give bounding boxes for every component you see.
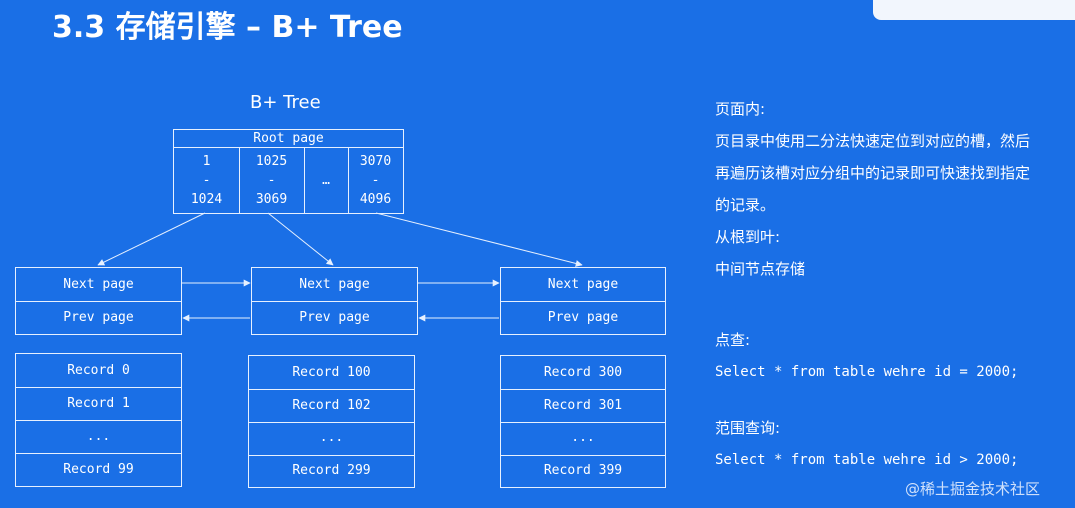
top-right-toolbar — [873, 0, 1075, 20]
query-notes: 点查: Select * from table wehre id = 2000; — [715, 324, 1018, 388]
record-group-3: Record 300 Record 301 ... Record 399 — [500, 355, 666, 488]
page-inside-text-1: 页目录中使用二分法快速定位到对应的槽，然后 — [715, 132, 1031, 150]
record-cell: ... — [319, 430, 344, 446]
record-cell: Record 99 — [63, 462, 134, 477]
key-to: 1024 — [190, 192, 223, 207]
root-key-ellipsis: … — [304, 148, 348, 213]
root-to-leaf-3-arrow — [375, 212, 583, 267]
root-to-leaf-1-arrow — [97, 212, 206, 266]
prev-page-label: Prev page — [63, 310, 134, 325]
key-from: 3070 — [359, 154, 392, 169]
record-cell: Record 100 — [292, 364, 371, 380]
record-cell: ... — [86, 429, 111, 444]
root-to-leaf-text: 中间节点存储 — [715, 260, 806, 278]
record-cell: ... — [571, 430, 595, 446]
notes-panel: 页面内: 页目录中使用二分法快速定位到对应的槽，然后 再遍历该槽对应分组中的记录… — [715, 93, 1030, 285]
record-cell: Record 1 — [67, 396, 130, 411]
leaf-page-2: Next page Prev page — [251, 267, 418, 335]
root-to-leaf-label: 从根到叶: — [715, 228, 781, 246]
point-query-label: 点查: — [715, 331, 751, 349]
record-group-2: Record 100 Record 102 ... Record 299 — [248, 355, 415, 488]
next-page-label: Next page — [63, 277, 134, 292]
next-page-label: Next page — [299, 277, 370, 292]
prev-page-label: Prev page — [299, 310, 370, 325]
range-query-notes: 范围查询: Select * from table wehre id > 200… — [715, 412, 1018, 476]
prev-page-label: Prev page — [547, 310, 619, 325]
slide-title: 3.3 存储引擎 – B+ Tree — [52, 10, 403, 45]
root-page: Root page 1 - 1024 1025 - 3069 … 3070 - … — [173, 129, 404, 214]
record-cell: Record 301 — [543, 397, 623, 413]
key-to: 3069 — [255, 192, 288, 207]
record-cell: Record 0 — [67, 363, 130, 378]
watermark: @稀土掘金技术社区 — [905, 480, 1041, 498]
leaf-page-3: Next page Prev page — [500, 267, 666, 335]
range-query-label: 范围查询: — [715, 419, 781, 437]
record-cell: Record 300 — [543, 364, 623, 380]
page-inside-text-2: 再遍历该槽对应分组中的记录即可快速找到指定 — [715, 164, 1031, 182]
root-key-range-3: 3070 - 4096 — [348, 148, 403, 213]
key-sep: - — [202, 173, 211, 188]
key-from: 1025 — [255, 154, 288, 169]
root-to-leaf-2-arrow — [267, 212, 334, 266]
record-cell: Record 399 — [543, 463, 623, 479]
point-query-sql: Select * from table wehre id = 2000; — [715, 364, 1019, 380]
record-cell: Record 299 — [292, 463, 371, 479]
key-sep: - — [371, 173, 380, 188]
root-key-range-1: 1 - 1024 — [174, 148, 239, 213]
root-key-range-2: 1025 - 3069 — [239, 148, 304, 213]
record-group-1: Record 0 Record 1 ... Record 99 — [15, 353, 182, 487]
key-to: 4096 — [359, 192, 392, 207]
root-page-header: Root page — [174, 130, 403, 148]
record-cell: Record 102 — [292, 397, 371, 413]
next-page-label: Next page — [547, 277, 619, 292]
key-from: 1 — [202, 154, 211, 169]
ellipsis: … — [322, 173, 330, 188]
page-inside-label: 页面内: — [715, 100, 766, 118]
tree-title: B+ Tree — [250, 92, 321, 113]
key-sep: - — [267, 173, 276, 188]
leaf-page-1: Next page Prev page — [15, 267, 182, 335]
page-inside-text-3: 的记录。 — [715, 196, 776, 214]
range-query-sql: Select * from table wehre id > 2000; — [715, 452, 1019, 468]
